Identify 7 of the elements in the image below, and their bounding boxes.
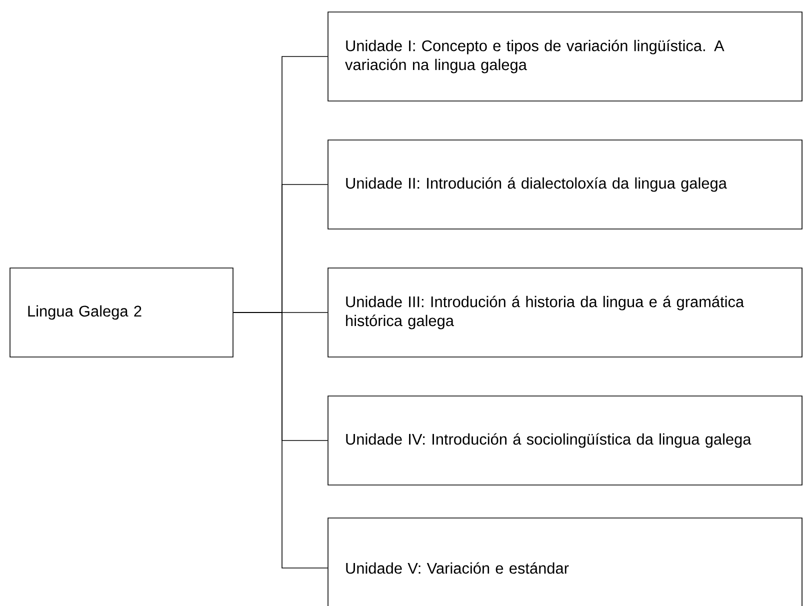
unit-box: Unidade IV: Introdución á sociolingüística da lingua galega	[328, 396, 802, 486]
root-box: Lingua Galega 2	[10, 268, 234, 358]
unit-box: Unidade II: Introdución á dialectoloxía da lingua galega	[328, 140, 802, 230]
connector-line	[233, 312, 328, 568]
unit-box: Unidade I: Concepto e tipos de variación lingüística. A variación na lingua galega	[328, 12, 802, 102]
unit-box: Unidade V: Variación e estándar	[328, 518, 802, 606]
unit-box: Unidade III: Introdución á historia da lingua e á gramática histórica galega	[328, 268, 802, 358]
